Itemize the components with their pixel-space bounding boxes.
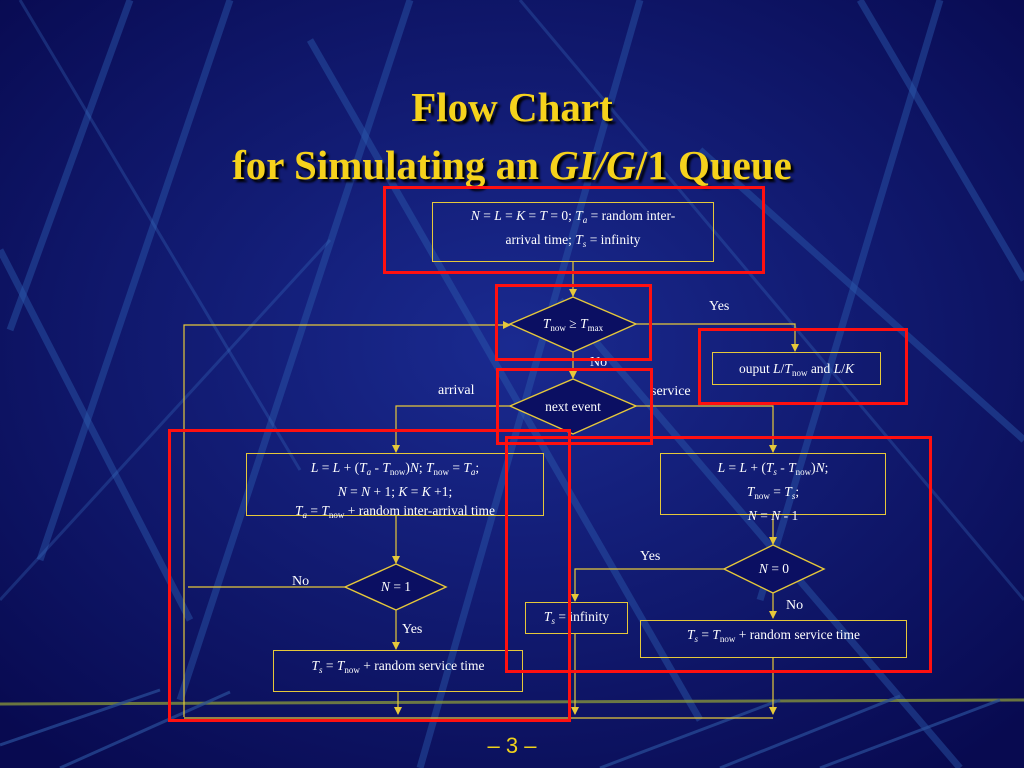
label-yes-n0: Yes [640,549,661,564]
highlight-output [698,328,908,405]
output-text: ouput L/Tnow and L/K [739,361,854,378]
highlight-service-branch [505,436,932,673]
title-line-2-suffix: /1 Queue [635,142,792,188]
check-time-text: Tnow ≥ Tmax [542,316,604,333]
highlight-next-event [496,368,653,445]
decision-event-diamond [508,378,638,435]
init-box: N = L = K = T = 0; Ta = random inter-arr… [432,202,714,262]
title-line-1: Flow Chart [411,84,613,130]
slide-title: Flow Chart for Simulating an GI/G/1 Queu… [0,78,1024,194]
service-update-text: L = L + (Ts - Tnow)N;Tnow = Ts;N = N - 1 [717,460,829,523]
arrival-service-box: Ts = Tnow + random service time [273,650,523,692]
arrival-update-box: L = L + (Ta - Tnow)N; Tnow = Ta;N = N + … [246,453,544,520]
highlight-init [383,186,765,274]
title-line-2-italic: GI/G [549,142,636,188]
ts-infinity-box: Ts = infinity [525,602,628,634]
service-update-box: L = L + (Ts - Tnow)N;Tnow = Ts;N = N - 1 [660,453,886,523]
highlight-arrival-branch [168,429,571,722]
highlight-check-time [495,284,652,361]
title-line-2-prefix: for Simulating an [232,142,550,188]
next-event-text: next event [545,399,601,414]
decision-n0-diamond [722,544,826,594]
title-line-2: for Simulating an GI/G/1 Queue [0,136,1024,194]
ts-infinity-text: Ts = infinity [543,609,610,626]
label-no-n0: No [786,598,804,613]
n1-text: N = 1 [380,579,412,594]
label-yes-n1: Yes [402,622,423,637]
output-box: ouput L/Tnow and L/K [712,352,881,385]
page-number: – 3 – [487,733,537,758]
init-text: N = L = K = T = 0; Ta = random inter-arr… [470,208,676,249]
label-service: service [651,384,691,399]
arrival-service-text: Ts = Tnow + random service time [311,658,485,675]
label-no-n1: No [292,574,310,589]
edge-n0-yes [571,568,724,602]
n0-text: N = 0 [758,561,790,576]
service-service-box: Ts = Tnow + random service time [640,620,907,658]
decision-time-diamond [508,296,638,353]
arrival-update-text: L = L + (Ta - Tnow)N; Tnow = Ta;N = N + … [295,460,495,520]
decision-n1-diamond [343,563,448,611]
label-yes-max: Yes [709,299,730,314]
edge-arrival [392,405,512,453]
service-service-text: Ts = Tnow + random service time [687,627,860,644]
label-arrival: arrival [438,383,475,398]
edge-left-loop [183,321,511,717]
edge-check-yes [636,323,799,352]
